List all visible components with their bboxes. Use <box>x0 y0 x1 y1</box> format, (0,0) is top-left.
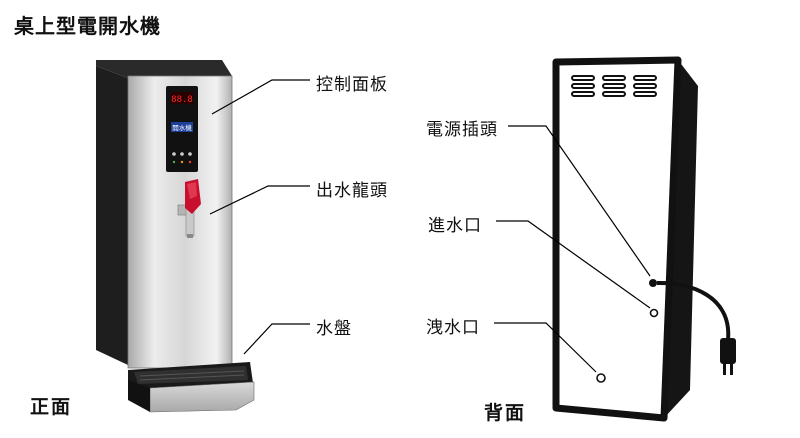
leader-control-panel <box>211 79 310 115</box>
panel-button-2 <box>180 152 184 156</box>
faucet <box>177 179 201 238</box>
leader-power-plug <box>508 125 651 277</box>
drip-tray <box>128 362 255 413</box>
leader-drip-tray <box>243 323 310 355</box>
panel-logo <box>171 122 193 132</box>
water-inlet-port <box>649 308 659 318</box>
label-drain-outlet: 洩水口 <box>426 318 480 338</box>
front-machine-side <box>96 66 128 365</box>
panel-indicator-2 <box>180 160 184 164</box>
diagram-title: 桌上型電開水機 <box>14 14 161 38</box>
leader-drain-outlet <box>494 322 597 373</box>
display-readout: 88.8 <box>171 95 193 105</box>
front-leader-lines <box>209 79 310 355</box>
label-drip-tray: 水盤 <box>316 319 352 339</box>
label-power-plug: 電源插頭 <box>426 120 498 140</box>
leader-faucet <box>209 185 310 215</box>
display-screen <box>171 92 193 104</box>
panel-button-1 <box>172 152 176 156</box>
label-faucet: 出水龍頭 <box>316 181 388 201</box>
back-machine-side <box>664 60 698 418</box>
power-cord <box>649 279 736 375</box>
back-leader-lines <box>494 125 651 373</box>
leader-water-inlet <box>496 220 651 309</box>
label-water-inlet: 進水口 <box>428 216 482 236</box>
back-machine <box>552 56 736 422</box>
panel-indicator-3 <box>188 160 192 164</box>
panel-indicator-1 <box>172 160 176 164</box>
caption-back: 背面 <box>484 402 527 424</box>
front-machine-top <box>96 60 232 78</box>
panel-button-3 <box>188 152 192 156</box>
caption-front: 正面 <box>30 396 73 418</box>
front-machine: 88.8 開水機 <box>96 60 255 413</box>
vent-slots <box>571 75 657 97</box>
drain-outlet-port <box>596 373 606 383</box>
panel-logo-text: 開水機 <box>172 123 192 132</box>
label-control-panel: 控制面板 <box>316 75 388 95</box>
back-machine-panel <box>552 56 682 422</box>
